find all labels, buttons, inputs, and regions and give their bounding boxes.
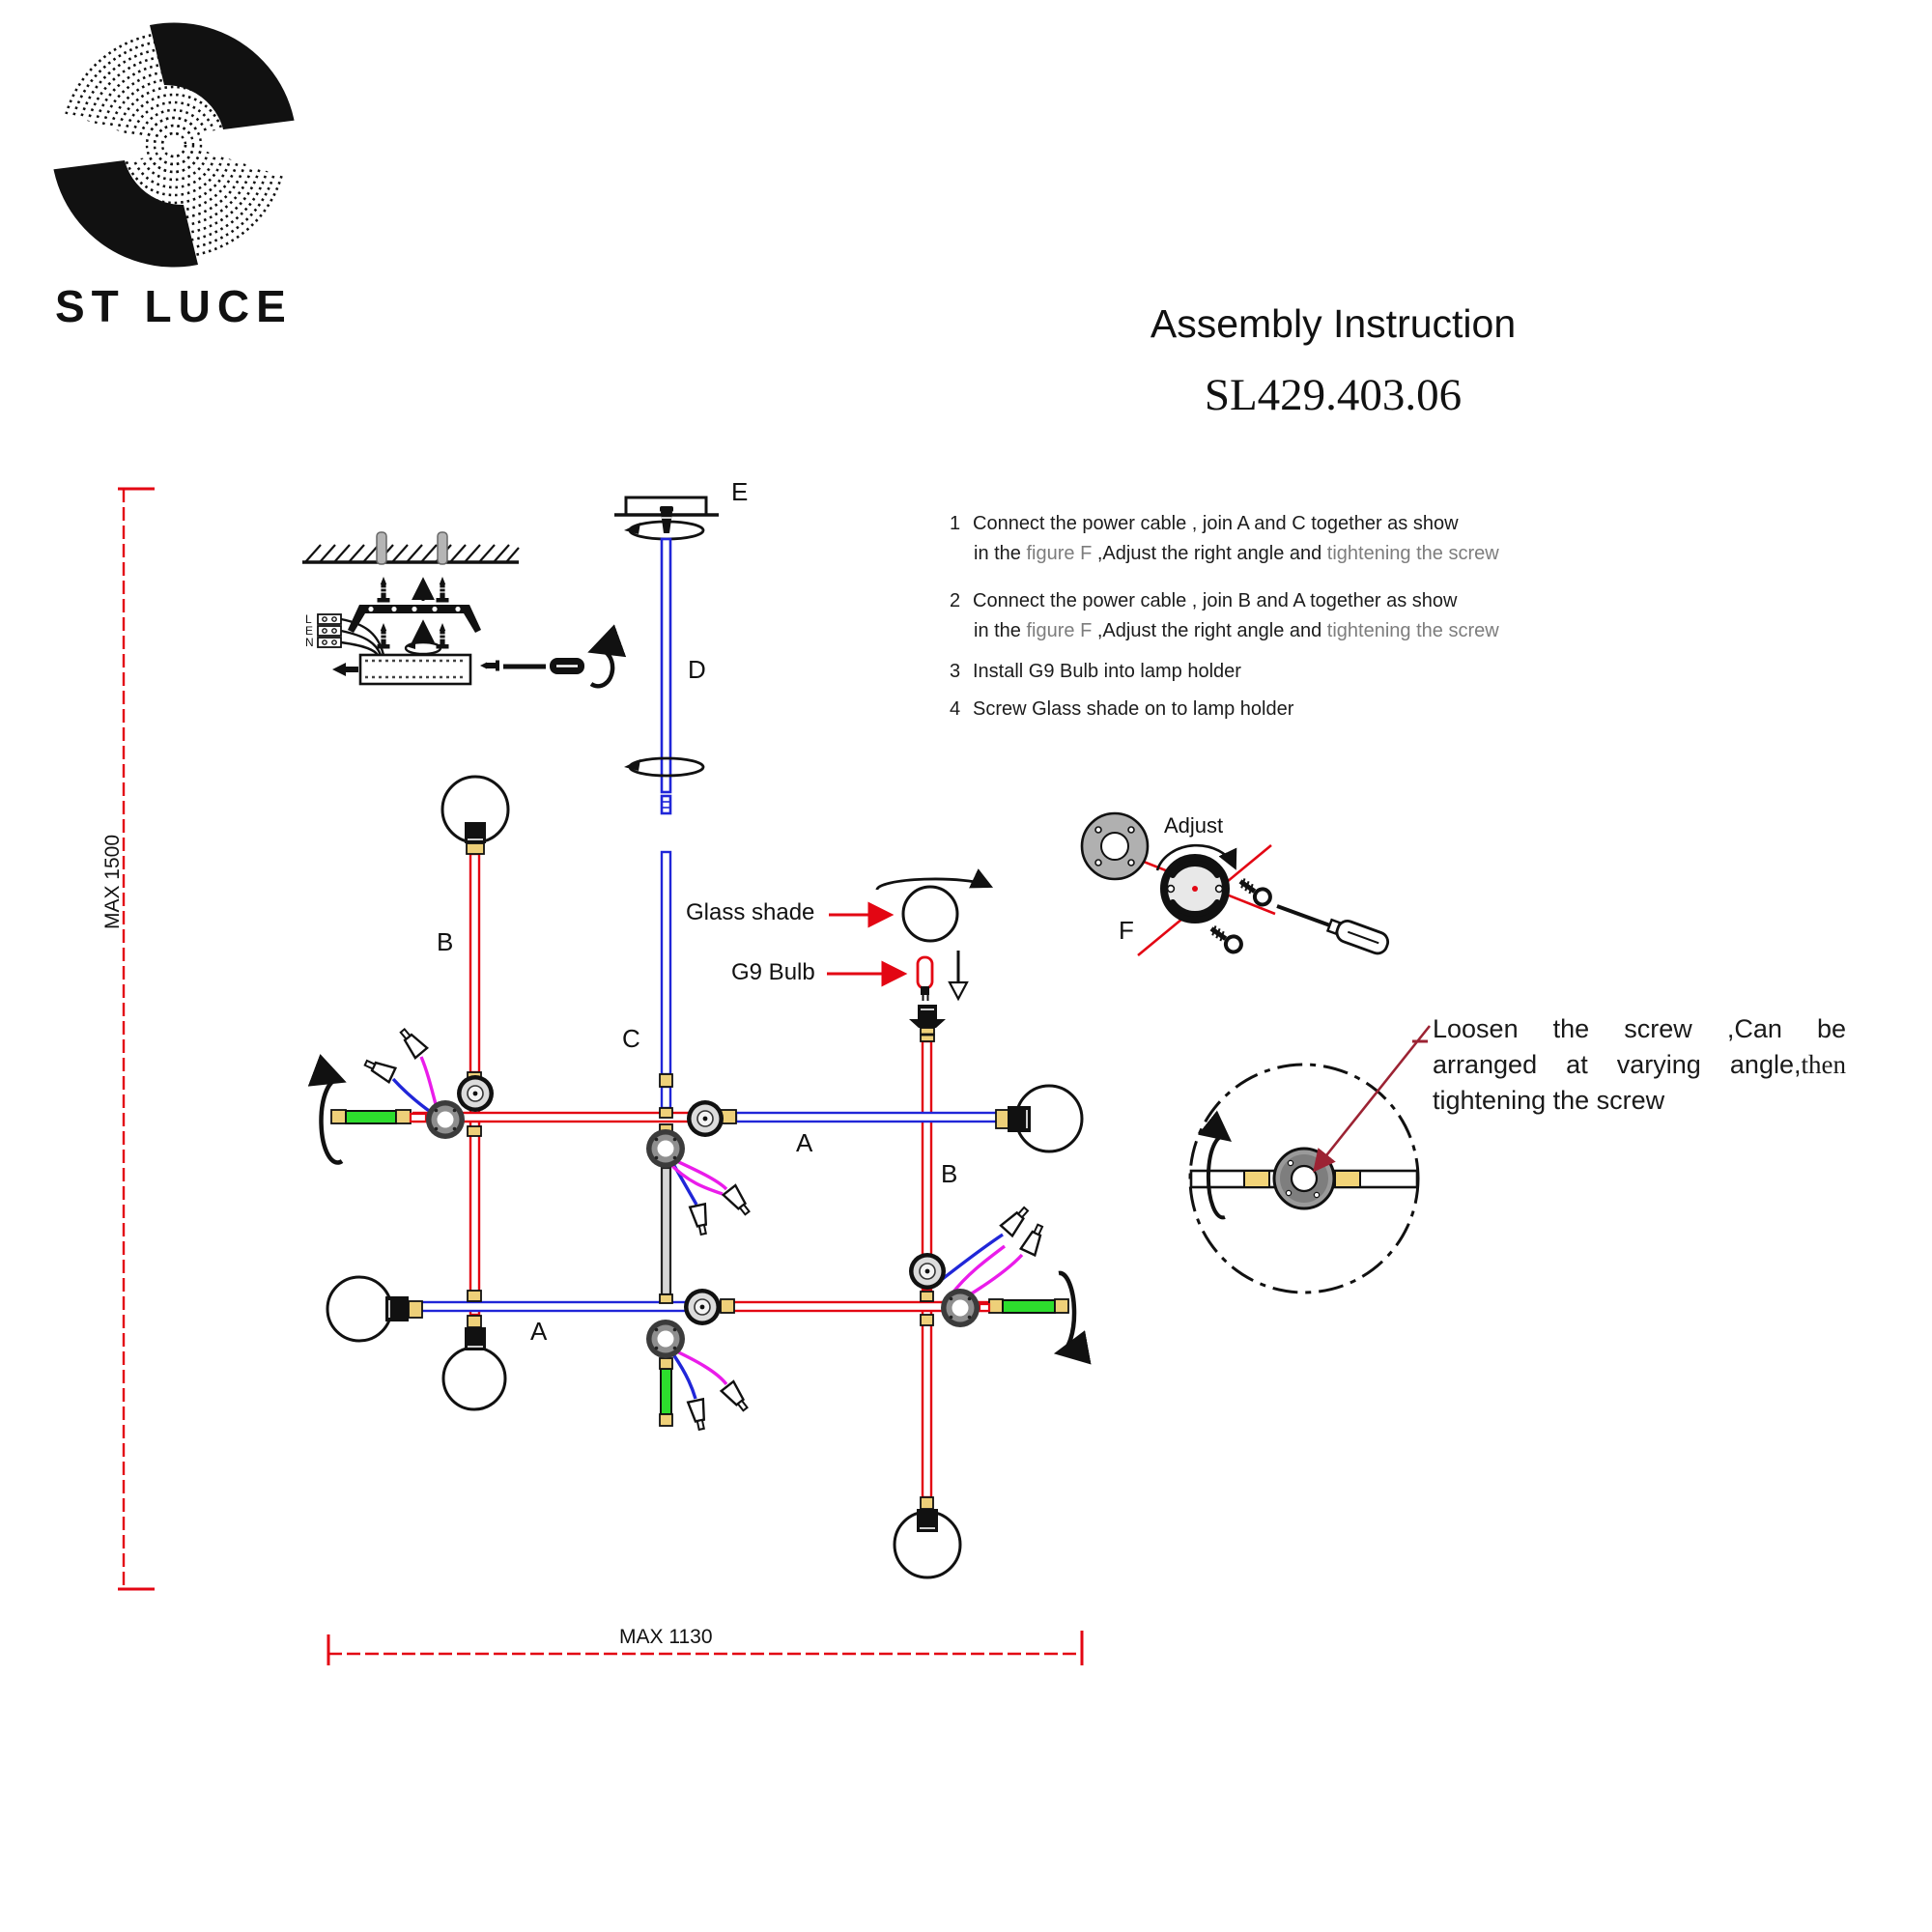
adjust-ring: [1160, 854, 1230, 923]
step-number: 1: [950, 513, 961, 534]
left-arrow-icon: [332, 663, 346, 676]
rotate-arrow-icon: [307, 1054, 347, 1165]
terminal-block: [317, 613, 385, 656]
glass-bulb: [326, 1275, 409, 1343]
step-1-sub: in the figure F ,Adjust the right angle …: [974, 543, 1499, 564]
label-a-bottom: A: [530, 1317, 548, 1346]
model-number: SL429.403.06: [1204, 370, 1463, 420]
g9-bulb-label: G9 Bulb: [731, 959, 815, 985]
st-luce-logo: [48, 22, 299, 268]
height-dimension-label: MAX 1500: [101, 834, 124, 930]
page-title: Assembly Instruction: [1150, 301, 1517, 346]
leader-line: [1313, 1025, 1432, 1173]
lamp-holder: [909, 1005, 946, 1028]
rod-d: [660, 537, 672, 794]
rod-green-left: [345, 1110, 397, 1124]
ceiling-mount-figure: [302, 531, 627, 689]
wall-anchor-icon: [376, 531, 387, 565]
adjust-arc-icon: [1155, 843, 1237, 871]
label-b-right: B: [941, 1159, 958, 1188]
g9-bulb-callout: [827, 951, 969, 1002]
label-adjust: Adjust: [1164, 813, 1224, 838]
mounting-bracket: [348, 605, 481, 633]
terminal-e-label: E: [305, 624, 314, 638]
canopy-screw-icon: [480, 660, 499, 671]
note-line-2: arranged at varying angle,then: [1433, 1050, 1846, 1079]
rotate-arrow-icon: [1197, 1110, 1233, 1220]
glass-bulb: [440, 775, 510, 844]
rod-green-right: [1002, 1299, 1056, 1314]
label-c: C: [622, 1024, 640, 1053]
wall-anchor-icon: [437, 531, 448, 565]
g9-bulb-icon: [916, 955, 934, 990]
rod-green-bottom: [660, 1368, 672, 1415]
terminal-l-label: L: [305, 612, 312, 626]
rotate-arrow-icon: [587, 624, 627, 689]
step-2-sub: in the figure F ,Adjust the right angle …: [974, 620, 1499, 641]
label-a-top: A: [796, 1128, 813, 1157]
rod-b-left: [469, 852, 481, 1074]
canopy-box: [358, 653, 472, 686]
glass-bulb: [441, 1327, 507, 1411]
glass-bulb: [893, 1509, 962, 1579]
label-d: D: [688, 655, 706, 684]
width-dimension-label: MAX 1130: [619, 1626, 713, 1648]
screwdriver-icon: [503, 658, 584, 674]
hanger-knob: [660, 506, 673, 533]
height-dimension-line: [118, 487, 155, 1591]
label-e: E: [731, 477, 749, 506]
label-b-left: B: [437, 927, 454, 956]
width-dimension-line: [327, 1631, 1084, 1665]
figure-f: [1080, 811, 1390, 956]
brand-name: ST LUCE: [55, 281, 293, 331]
note-line-1: Loosen the screw ,Can be: [1433, 1014, 1846, 1043]
rod-c: [660, 850, 672, 1076]
note-line-3: tightening the screw: [1433, 1086, 1665, 1115]
rod-b-right: [921, 1039, 933, 1269]
screwdriver-icon: [1276, 904, 1390, 955]
glass-shade-label: Glass shade: [686, 899, 815, 925]
lamp-frame: [307, 775, 1092, 1579]
glass-shade-callout: [829, 868, 994, 943]
rod-gray: [660, 1166, 672, 1296]
detail-circle: [1188, 1025, 1432, 1294]
canopy-e-figure: [614, 496, 719, 815]
terminal-n-label: N: [305, 636, 314, 649]
label-f: F: [1119, 916, 1134, 945]
rod-a-top: [734, 1111, 1001, 1123]
rotate-arrow-icon: [1053, 1270, 1092, 1365]
connector-plate: [1080, 811, 1150, 881]
glass-bulb: [1008, 1084, 1084, 1153]
